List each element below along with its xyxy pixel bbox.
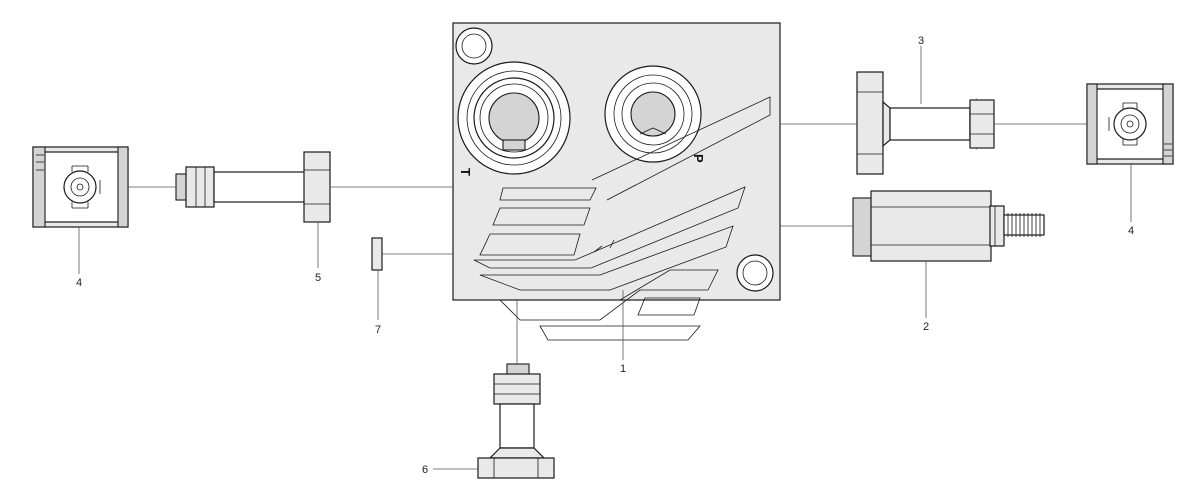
callout-3: 3 (918, 35, 924, 47)
port-p-label: P (691, 154, 706, 163)
callout-4-right: 4 (1128, 225, 1134, 237)
cartridge-3 (856, 71, 995, 175)
cartridge-5 (175, 151, 331, 223)
port-t-label: T (458, 168, 473, 176)
port-p (604, 65, 702, 163)
callout-6: 6 (422, 464, 428, 476)
callout-2: 2 (923, 321, 929, 333)
callout-5: 5 (315, 272, 321, 284)
plug-7 (371, 237, 383, 271)
cartridge-6 (477, 363, 555, 479)
fitting-2 (852, 190, 1045, 262)
callouts: 4 5 7 1 3 2 4 6 (76, 35, 1134, 476)
port-t (457, 61, 571, 175)
callout-7: 7 (375, 324, 381, 336)
assembly-lines (128, 123, 1087, 364)
coil-left (32, 146, 129, 228)
watermark-logo (473, 96, 771, 341)
valve-body: T P (452, 22, 781, 341)
callout-4-left: 4 (76, 277, 82, 289)
coil-right (1086, 83, 1174, 165)
leader-lines (78, 46, 1132, 470)
thread-lines (1007, 213, 1041, 237)
callout-1: 1 (620, 363, 626, 375)
